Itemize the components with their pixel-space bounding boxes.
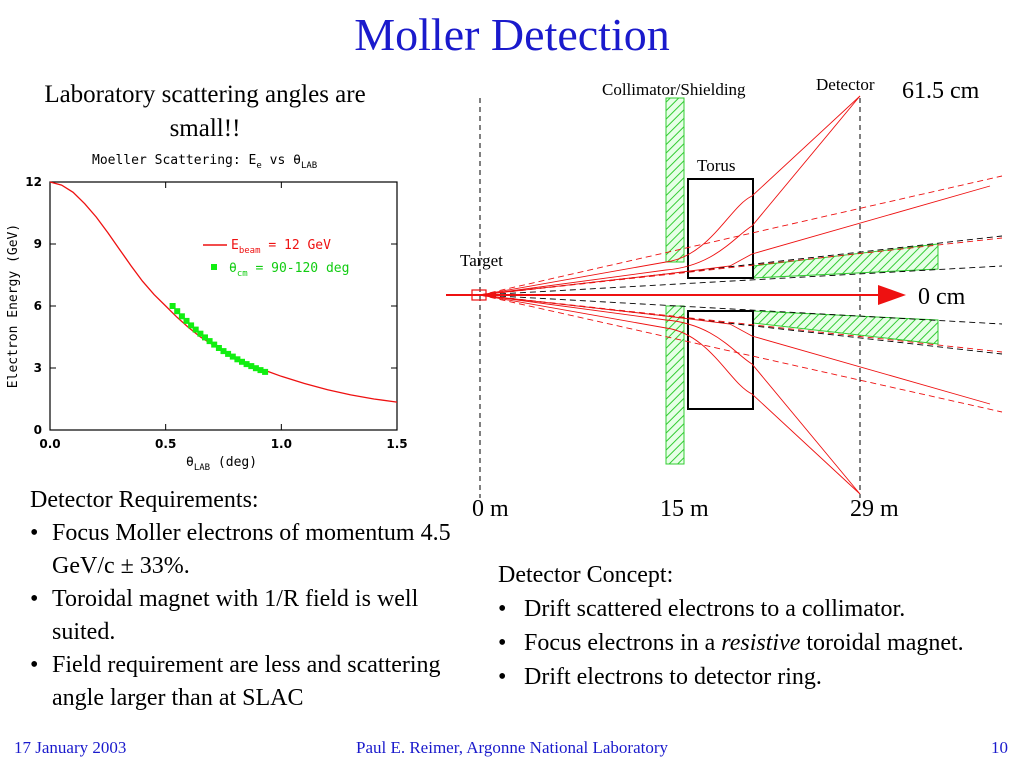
- requirements-block: Detector Requirements: Focus Moller elec…: [30, 484, 480, 715]
- moeller-chart: Moeller Scattering: Ee vs θLAB 0 3 6 9 12 0.…: [6, 153, 408, 473]
- collimator-label: Collimator/Shielding: [602, 80, 746, 99]
- series-point-cm: [178, 313, 185, 320]
- series-point-cm: [197, 330, 204, 337]
- requirements-heading: Detector Requirements:: [30, 487, 259, 513]
- legend-marker-cm: [211, 264, 217, 270]
- series-point-cm: [243, 361, 250, 368]
- series-point-cm: [188, 322, 195, 329]
- y-tick-label: 12: [25, 175, 42, 189]
- requirements-item-3: Field requirement are less and scatterin…: [30, 649, 480, 715]
- series-point-cm: [234, 356, 241, 363]
- series-point-cm: [174, 308, 181, 315]
- x-tick-label: 0.5: [155, 437, 176, 451]
- rays-red-dashed: [479, 175, 1003, 413]
- position-29m-label: 29 m: [850, 496, 899, 522]
- series-point-cm: [262, 368, 269, 375]
- y-axis-label: Electron Energy (GeV): [6, 224, 21, 388]
- chart-title: Moeller Scattering: Ee vs θLAB: [92, 153, 317, 171]
- torus-upper: [687, 178, 754, 279]
- x-tick-label: 1.5: [386, 437, 407, 451]
- target-label: Target: [460, 251, 503, 270]
- series-line-beam: [49, 181, 398, 403]
- concept-item-3: Drift electrons to detector ring.: [498, 660, 998, 694]
- position-15m-label: 15 m: [660, 496, 709, 522]
- y-tick-label: 9: [34, 237, 42, 251]
- beam-arrowhead: [878, 285, 906, 305]
- x-tick-label: 0.0: [39, 437, 60, 451]
- torus-label: Torus: [697, 156, 735, 175]
- series-point-cm: [183, 317, 190, 324]
- series-point-cm: [252, 365, 259, 372]
- concept-emphasis: resistive: [721, 630, 801, 656]
- series-point-cm: [211, 341, 218, 348]
- collimator-upper: [665, 97, 685, 263]
- y-tick-label: 3: [34, 361, 42, 375]
- legend: Ebeam = 12 GeV θcm = 90-120 deg: [203, 238, 349, 279]
- concept-heading: Detector Concept:: [498, 562, 674, 588]
- chart-caption: Laboratory scattering angles are small!!: [44, 81, 366, 142]
- plot-frame: [49, 181, 398, 431]
- series-point-cm: [239, 358, 245, 365]
- footer-page-number: 10: [991, 738, 1008, 757]
- requirements-item-2: Toroidal magnet with 1/R field is well s…: [30, 583, 480, 649]
- series-point-cm: [225, 350, 232, 357]
- requirements-item-1: Focus Moller electrons of momentum 4.5 G…: [30, 517, 480, 583]
- series-point-cm: [220, 348, 227, 355]
- y-tick-label: 6: [34, 299, 42, 313]
- y-tick-label: 0: [34, 423, 42, 437]
- axis-label: 0 cm: [918, 284, 966, 310]
- concept-item-1: Drift scattered electrons to a collimato…: [498, 592, 998, 626]
- slide-title: Moller Detection: [354, 9, 670, 60]
- series-point-cm: [192, 326, 199, 333]
- radius-label: 61.5 cm: [902, 78, 980, 104]
- footer-date: 17 January 2003: [14, 738, 127, 757]
- rays-red-solid: [479, 95, 991, 495]
- torus-lower: [687, 310, 754, 410]
- x-axis-label: θLAB (deg): [186, 455, 257, 473]
- legend-label-beam: Ebeam = 12 GeV: [231, 238, 331, 256]
- series-point-cm: [248, 363, 255, 370]
- series-point-cm: [215, 345, 222, 351]
- legend-label-cm: θcm = 90-120 deg: [229, 261, 349, 279]
- detector-label: Detector: [816, 75, 875, 94]
- series-point-cm: [202, 334, 208, 341]
- footer-author: Paul E. Reimer, Argonne National Laborat…: [355, 738, 668, 757]
- series-point-cm: [257, 367, 264, 374]
- series-point-cm: [229, 353, 236, 360]
- concept-block: Detector Concept: Drift scattered electr…: [498, 558, 998, 694]
- rays-black: [479, 235, 1003, 355]
- x-tick-label: 1.0: [271, 437, 292, 451]
- series-point-cm: [169, 303, 176, 309]
- series-point-cm: [206, 338, 213, 345]
- concept-item-2: Focus electrons in a resistive toroidal …: [498, 626, 998, 660]
- detector-schematic: Collimator/Shielding Detector 61.5 cm To…: [446, 75, 1003, 522]
